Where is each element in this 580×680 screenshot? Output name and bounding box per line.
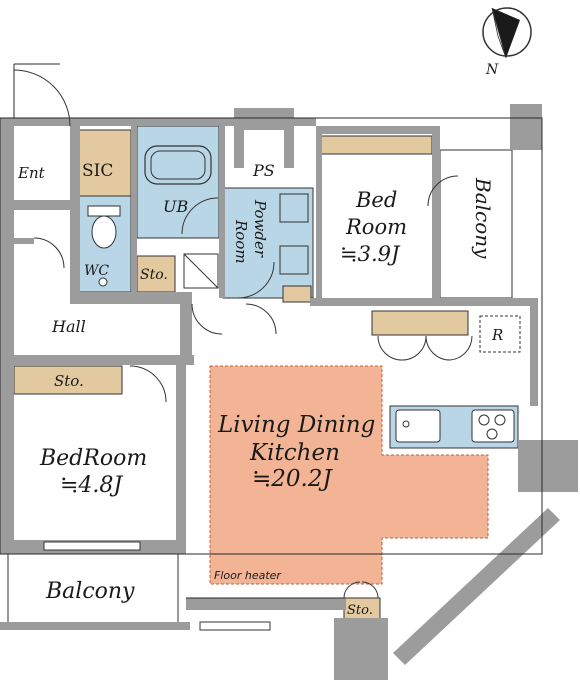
balcony-west-label: Balcony bbox=[45, 579, 135, 604]
powder-shelf bbox=[282, 285, 312, 303]
sic-area bbox=[77, 129, 132, 197]
floor-heater-zone bbox=[209, 365, 489, 585]
bedroom-north-label-1: Bed bbox=[355, 188, 397, 212]
kitchen-fixtures bbox=[395, 409, 515, 443]
bedroom-west-size: ≒4.8J bbox=[60, 473, 123, 498]
toilet bbox=[87, 205, 121, 287]
ldk-label-1: Living Dining bbox=[217, 412, 375, 438]
ldk-cupboard bbox=[371, 310, 469, 336]
balcony-east-label: Balcony bbox=[471, 177, 495, 259]
floor-heater-label: Floor heater bbox=[214, 569, 282, 582]
walls bbox=[0, 104, 578, 680]
outlines bbox=[0, 63, 543, 599]
ub-label: UB bbox=[163, 197, 188, 216]
bathtub-inner bbox=[150, 150, 206, 180]
powder-room-label-2: Room bbox=[232, 219, 250, 264]
hall-storage-label: Sto. bbox=[140, 267, 168, 283]
ldk-size: ≒20.2J bbox=[252, 466, 333, 492]
doors bbox=[13, 69, 473, 599]
windows bbox=[43, 541, 271, 631]
bedroom-storage-label: Sto. bbox=[54, 372, 84, 390]
balcony-east-area bbox=[439, 149, 513, 299]
bedroom-north-size: ≒3.9J bbox=[340, 242, 401, 266]
refrigerator-label: R bbox=[491, 326, 503, 344]
ldk-storage-label: Sto. bbox=[347, 603, 373, 618]
north-arrow-icon bbox=[482, 7, 532, 59]
powder-room-label-1: Powder bbox=[251, 199, 269, 258]
sink-fixture bbox=[183, 193, 309, 289]
bathtub bbox=[144, 145, 212, 185]
bedroom-north-label-2: Room bbox=[345, 215, 407, 239]
powder-room-area bbox=[222, 187, 314, 299]
bedroom-north-closet bbox=[319, 135, 433, 155]
bedroom-west-label: BedRoom bbox=[39, 446, 147, 471]
ldk-label-2: Kitchen bbox=[249, 440, 340, 466]
ps-label: PS bbox=[252, 161, 275, 180]
entrance-label: Ent bbox=[17, 164, 46, 182]
compass-label: N bbox=[485, 62, 499, 78]
refrigerator-space bbox=[479, 315, 521, 353]
hall-label: Hall bbox=[51, 317, 86, 336]
wc-label: WC bbox=[84, 263, 109, 279]
balcony-west-area bbox=[7, 552, 179, 626]
sic-label: SIC bbox=[82, 161, 113, 181]
